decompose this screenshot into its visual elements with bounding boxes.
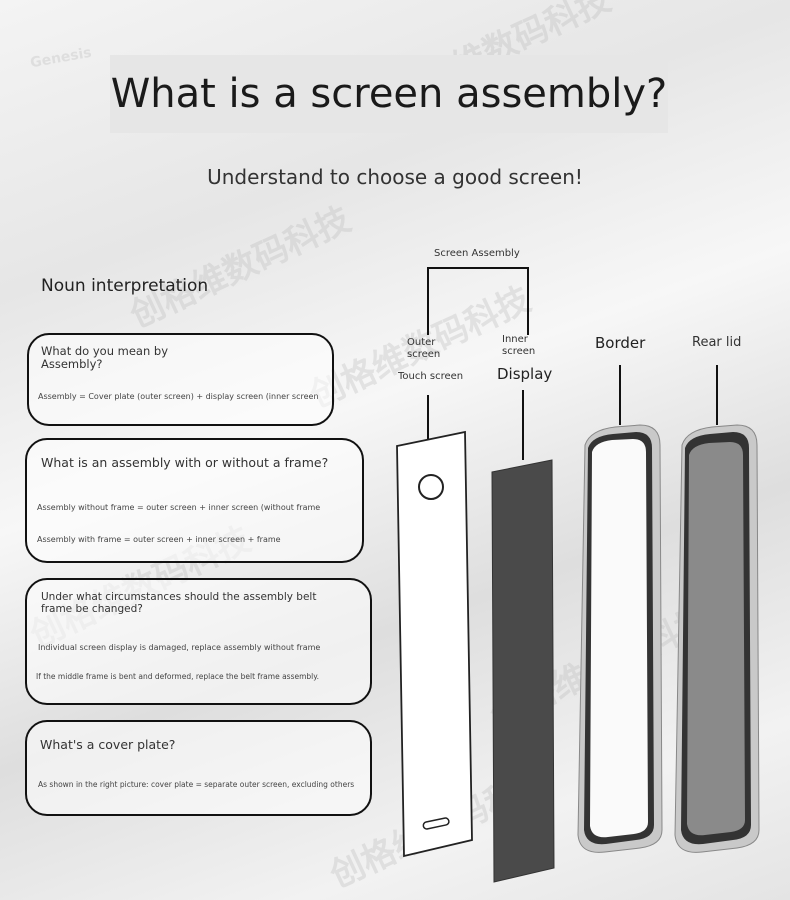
card-answer: Assembly without frame = outer screen + … bbox=[37, 503, 321, 512]
card-question: What's a cover plate? bbox=[40, 737, 176, 752]
leader-lines bbox=[427, 267, 718, 460]
rear-lid bbox=[674, 424, 760, 853]
card-answer: If the middle frame is bent and deformed… bbox=[36, 672, 319, 681]
page-title: What is a screen assembly? bbox=[110, 55, 668, 133]
card-answer: Assembly = Cover plate (outer screen) + … bbox=[38, 392, 319, 401]
display-label: Display bbox=[497, 365, 553, 383]
border-frame bbox=[577, 424, 663, 853]
info-card-frame: What is an assembly with or without a fr… bbox=[25, 438, 364, 563]
card-question: Under what circumstances should the asse… bbox=[41, 591, 317, 615]
card-answer: Assembly with frame = outer screen + inn… bbox=[37, 535, 281, 544]
camera-hole bbox=[418, 474, 444, 500]
outer-screen-label: Outer screen bbox=[407, 337, 441, 360]
info-card-cover: What's a cover plate? As shown in the ri… bbox=[25, 720, 372, 816]
rear-lid-label: Rear lid bbox=[692, 335, 742, 350]
info-card-change: Under what circumstances should the asse… bbox=[25, 578, 372, 705]
card-answer: Individual screen display is damaged, re… bbox=[38, 643, 321, 652]
info-card-assembly: What do you mean by Assembly? Assembly =… bbox=[27, 333, 334, 426]
screen-assembly-label: Screen Assembly bbox=[434, 248, 520, 259]
touch-screen-label: Touch screen bbox=[398, 371, 464, 382]
card-question: What do you mean by Assembly? bbox=[41, 344, 169, 371]
display-panel bbox=[491, 459, 555, 883]
speaker-slot bbox=[422, 817, 450, 830]
card-question: What is an assembly with or without a fr… bbox=[41, 455, 329, 470]
border-label: Border bbox=[595, 334, 646, 352]
section-title: Noun interpretation bbox=[41, 276, 209, 296]
page-subtitle: Understand to choose a good screen! bbox=[207, 165, 583, 189]
cover-plate bbox=[396, 430, 473, 858]
inner-screen-label: Inner screen bbox=[502, 334, 536, 357]
card-answer: As shown in the right picture: cover pla… bbox=[38, 780, 355, 789]
